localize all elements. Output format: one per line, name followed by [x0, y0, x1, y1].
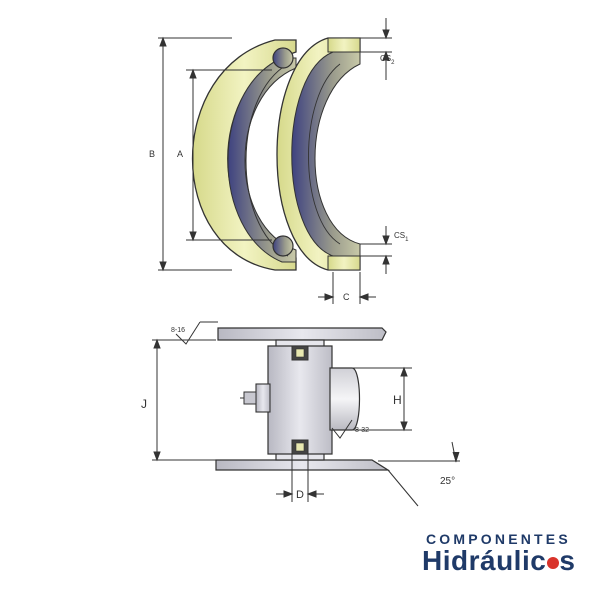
- label-cs2: CS2: [380, 54, 395, 66]
- dimension-cs1: [360, 226, 392, 274]
- brand-logo-text: Hidráulic: [422, 545, 547, 576]
- label-b: B: [149, 149, 155, 159]
- surface-finish-bottom: [331, 419, 353, 439]
- label-j: J: [141, 397, 147, 411]
- brand-logo-text-end: s: [559, 545, 576, 576]
- label-h: H: [393, 393, 402, 407]
- dimension-j: [152, 338, 216, 462]
- dimension-h: [352, 366, 412, 432]
- brand-logo-top: COMPONENTES: [426, 531, 571, 547]
- brand-logo-bottom: Hidráulic s: [422, 545, 575, 577]
- finish-label-bottom: 8-32: [355, 427, 369, 434]
- label-cs1: CS1: [394, 231, 409, 243]
- label-c: C: [343, 292, 350, 302]
- groove-assembly: [215, 327, 391, 471]
- surface-finish-top: [175, 321, 218, 345]
- dimension-c: [318, 272, 376, 304]
- left-seal-ring: [192, 39, 297, 271]
- label-a: A: [177, 149, 183, 159]
- brand-logo-dot: [547, 557, 560, 569]
- angle-label: 25°: [440, 476, 455, 487]
- dimension-d: [276, 454, 324, 502]
- dimension-cs2: [360, 18, 392, 80]
- right-seal-ring: [276, 37, 361, 271]
- dimension-b: [158, 36, 232, 272]
- chamfer-angle: [378, 441, 460, 507]
- finish-label-top: 8-16: [171, 327, 185, 334]
- dimension-a: [186, 68, 272, 242]
- label-d: D: [296, 489, 304, 501]
